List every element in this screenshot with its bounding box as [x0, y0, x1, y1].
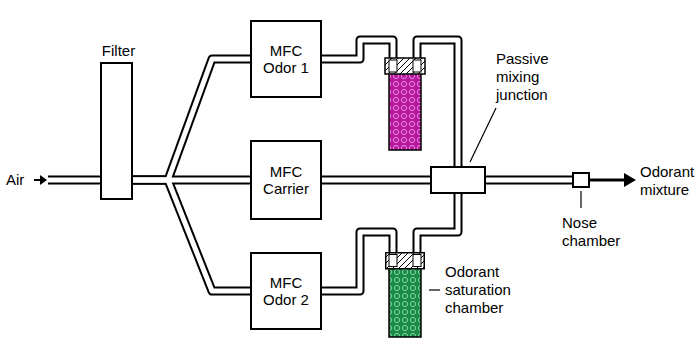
node-label: MFC Odor 2 [252, 274, 320, 308]
filter-box: Filter [100, 62, 133, 200]
mfc-box: MFC Odor 1 [250, 20, 322, 98]
tube-connector [322, 176, 430, 185]
mixing-junction: Passive mixing junction [430, 166, 486, 194]
tube-connector [133, 59, 250, 180]
node-caption: Odorant saturation chamber [445, 263, 540, 317]
tube-connector [322, 232, 393, 291]
tube-connector [486, 176, 572, 185]
tube-bore [417, 194, 458, 252]
node-caption: Passive mixing junction [496, 50, 586, 104]
inlet-tube [34, 175, 101, 185]
tube-bore [322, 178, 430, 183]
inlet-label: Air [6, 171, 34, 189]
outlet-arrow [590, 173, 636, 187]
leader-line [580, 191, 581, 208]
mfc-box: MFC Carrier [250, 140, 322, 220]
tube-bore [322, 232, 393, 291]
outlet-label: Odorant mixture [640, 163, 698, 199]
odor-bottle [385, 58, 425, 150]
tube-bore [486, 178, 572, 183]
tube-bore [133, 59, 250, 180]
node-caption: Nose chamber [562, 214, 632, 250]
tube-connector [322, 40, 458, 166]
nose-chamber: Nose chamber [572, 172, 590, 188]
node-caption: Filter [90, 42, 147, 60]
saturation-chamber: Odorant saturation chamber [385, 252, 425, 338]
node-label: MFC Odor 1 [252, 42, 320, 76]
tube-connector [417, 194, 458, 252]
leader-line [429, 289, 440, 290]
mfc-box: MFC Odor 2 [250, 252, 322, 330]
bottle-outline [385, 252, 425, 338]
node-label: MFC Carrier [252, 163, 320, 197]
tube-connector [133, 180, 250, 291]
leader-line [470, 108, 496, 162]
tube-bore [133, 180, 250, 291]
tube-bore [322, 40, 458, 166]
